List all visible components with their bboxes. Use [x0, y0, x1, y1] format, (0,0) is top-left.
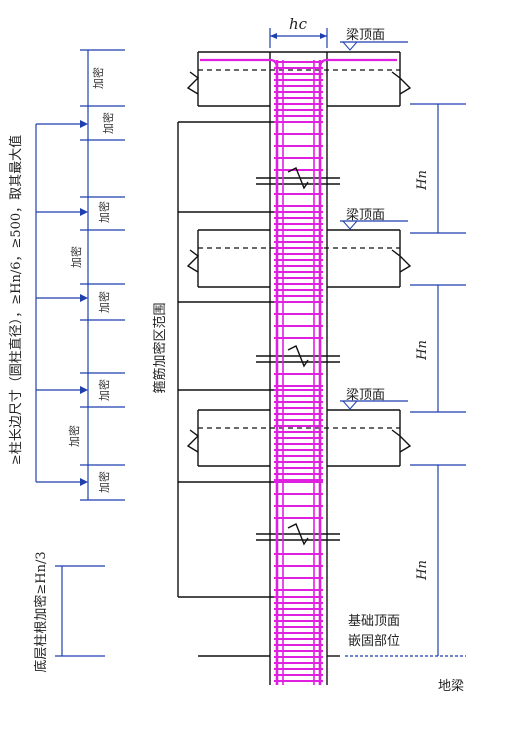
beam-top-label: 梁顶面: [346, 388, 385, 403]
embed-part-label: 嵌固部位: [348, 634, 400, 649]
right-dimension-lines: [345, 103, 466, 657]
confine-label: 加密: [97, 379, 111, 401]
rebar-hook: [318, 58, 397, 69]
confine-zone-labels: 加密 加密 加密 加密 加密 加密 加密 加密: [67, 67, 115, 493]
confinement-rule-text: ≥柱长边尺寸（圆柱直径），≥Hn/6，≥500，取其最大值: [8, 135, 24, 465]
confine-label: 加密: [97, 471, 111, 493]
foundation-top-label: 基础顶面: [348, 614, 400, 629]
confine-label: 加密: [69, 246, 83, 268]
beam-top-label: 梁顶面: [346, 28, 385, 43]
rebar-hook: [200, 58, 279, 69]
confine-label: 加密: [101, 112, 115, 134]
left-dimension-lines: [35, 49, 125, 657]
stirrup-range-label: 箍筋加密区范围: [152, 302, 168, 393]
stirrup-range-bracket: [177, 121, 280, 598]
beam-top-markers: [340, 41, 408, 410]
confine-label: 加密: [91, 67, 105, 89]
beam-top-label: 梁顶面: [346, 208, 385, 223]
column-width-dimension: [269, 28, 328, 48]
column-width-label: hc: [289, 15, 308, 33]
clear-height-label: Hn: [415, 170, 430, 191]
confine-label: 加密: [67, 425, 81, 447]
confine-label: 加密: [97, 201, 111, 223]
bottom-root-rule-text: 底层柱根加密≥Hn/3: [33, 551, 49, 672]
break-marks: [287, 167, 309, 546]
confine-label: 加密: [97, 291, 111, 313]
clear-height-label: Hn: [415, 560, 430, 581]
bottom-cut-label: 地梁: [438, 679, 464, 694]
rebar-cage: [200, 58, 397, 685]
clear-height-label: Hn: [415, 340, 430, 361]
